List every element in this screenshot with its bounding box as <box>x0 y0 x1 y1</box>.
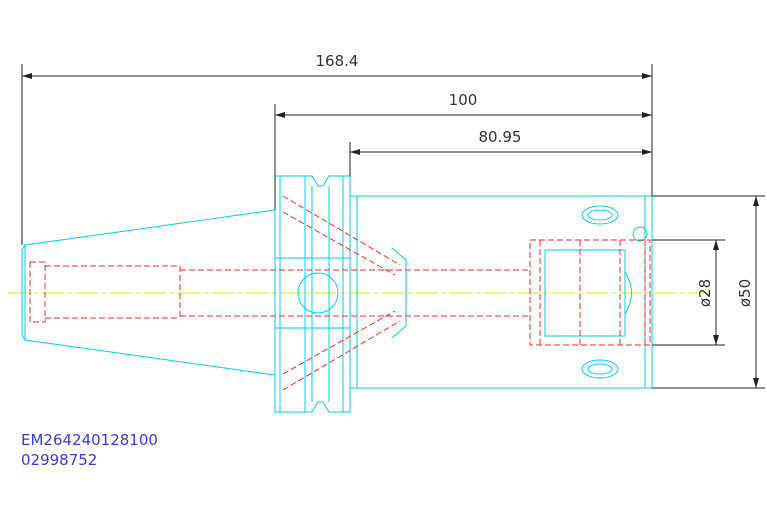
dimension-body-diameter <box>652 195 765 389</box>
part-number: EM264240128100 <box>21 431 158 449</box>
dimension-bore-diameter <box>652 239 725 346</box>
flange <box>274 175 351 413</box>
dim-bore-diameter-label: ø28 <box>696 279 714 307</box>
dim-flange-to-end-label: 80.95 <box>479 128 522 146</box>
holder-body <box>350 195 653 389</box>
dim-gauge-to-end-label: 100 <box>449 91 478 109</box>
dimension-flange-to-end <box>349 142 652 176</box>
hidden-bore-lines <box>29 195 651 391</box>
dim-overall-length-label: 168.4 <box>316 52 359 70</box>
part-codes: EM264240128100 02998752 <box>21 430 158 470</box>
dimension-gauge-to-end <box>274 104 653 210</box>
dim-body-diameter-label: ø50 <box>736 279 754 307</box>
dimension-overall-length <box>21 64 653 245</box>
order-number: 02998752 <box>21 451 98 469</box>
